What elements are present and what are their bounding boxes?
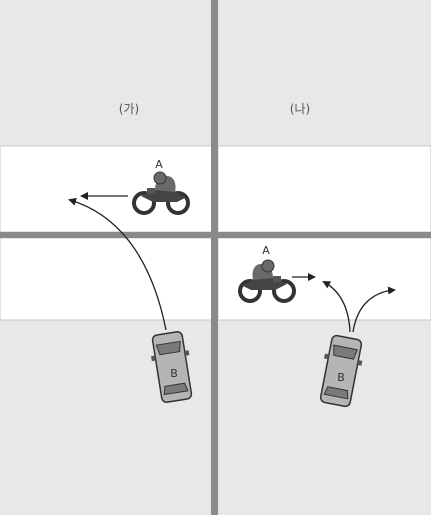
road-lower-left bbox=[0, 237, 213, 321]
car-b-label-na: B bbox=[337, 371, 345, 384]
panel-label-ga: (가) bbox=[119, 102, 139, 116]
motorcycle-icon bbox=[132, 171, 190, 215]
car-path-arrow-left bbox=[322, 281, 351, 333]
motorcycle-a-label-ga: A bbox=[155, 158, 163, 171]
road-lower-right bbox=[217, 237, 431, 321]
car-icon bbox=[151, 331, 193, 403]
vertical-divider bbox=[211, 0, 218, 515]
car-path-arrow bbox=[68, 197, 167, 331]
car-b-label-ga: B bbox=[170, 367, 178, 380]
motorcycle-icon bbox=[238, 259, 296, 303]
road-upper-left bbox=[0, 145, 213, 233]
motorcycle-a-label-na: A bbox=[262, 244, 270, 257]
car-path-arrow-right bbox=[352, 286, 396, 333]
car-icon bbox=[319, 334, 363, 408]
road-upper-right bbox=[217, 145, 431, 233]
panel-label-na: (나) bbox=[290, 102, 310, 116]
horizontal-divider bbox=[0, 232, 431, 238]
